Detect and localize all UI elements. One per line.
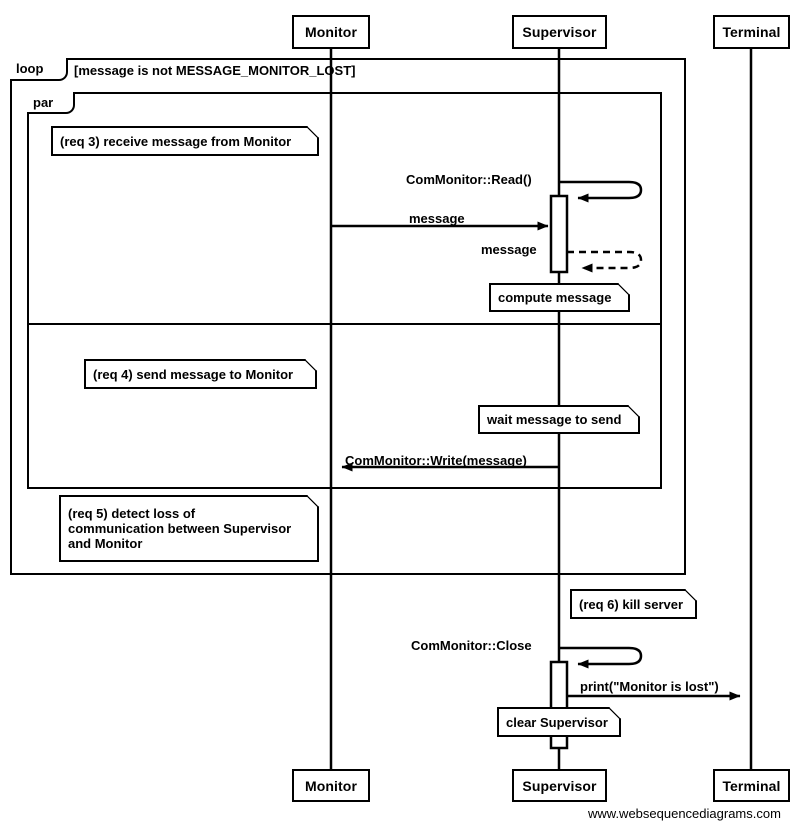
message-label-message-return: message <box>481 242 537 257</box>
fragment-par-frame <box>27 92 662 489</box>
fragment-loop-condition: [message is not MESSAGE_MONITOR_LOST] <box>74 63 356 78</box>
actor-head-terminal-label: Terminal <box>722 24 781 40</box>
note-req6[interactable]: (req 6) kill server <box>570 589 697 619</box>
watermark-text: www.websequencediagrams.com <box>588 806 781 821</box>
note-wait-message-text: wait message to send <box>487 412 622 427</box>
message-arrow-close <box>559 646 643 669</box>
message-arrow-read <box>559 180 643 203</box>
note-req5-text: (req 5) detect loss of communication bet… <box>68 506 292 551</box>
message-label-message-in: message <box>409 211 465 226</box>
actor-foot-monitor[interactable]: Monitor <box>292 769 370 802</box>
actor-head-monitor-label: Monitor <box>304 24 358 40</box>
note-req6-text: (req 6) kill server <box>579 596 684 612</box>
activation-bar-supervisor-1 <box>549 194 569 274</box>
note-req3[interactable]: (req 3) receive message from Monitor <box>51 126 319 156</box>
note-req4-text: (req 4) send message to Monitor <box>93 366 294 382</box>
actor-head-supervisor[interactable]: Supervisor <box>512 15 607 49</box>
actor-head-supervisor-label: Supervisor <box>522 24 597 40</box>
note-req4[interactable]: (req 4) send message to Monitor <box>84 359 317 389</box>
fragment-loop-tab: loop <box>10 58 68 81</box>
fragment-par-tab: par <box>27 92 75 114</box>
actor-foot-terminal[interactable]: Terminal <box>713 769 790 802</box>
actor-foot-terminal-label: Terminal <box>722 777 781 794</box>
note-compute-message-text: compute message <box>498 290 612 305</box>
actor-head-terminal[interactable]: Terminal <box>713 15 790 49</box>
actor-foot-supervisor[interactable]: Supervisor <box>512 769 607 802</box>
actor-foot-monitor-label: Monitor <box>304 777 358 794</box>
message-label-read: ComMonitor::Read() <box>406 172 532 187</box>
fragment-par-operator: par <box>33 94 54 110</box>
message-label-close: ComMonitor::Close <box>411 638 532 653</box>
note-compute-message[interactable]: compute message <box>489 283 630 312</box>
message-label-write: ComMonitor::Write(message) <box>345 453 527 468</box>
note-req3-text: (req 3) receive message from Monitor <box>60 133 292 149</box>
actor-head-monitor[interactable]: Monitor <box>292 15 370 49</box>
fragment-loop-frame <box>10 58 686 575</box>
note-wait-message[interactable]: wait message to send <box>478 405 640 434</box>
fragment-par-divider <box>27 323 662 325</box>
message-arrow-message-return <box>567 250 643 273</box>
message-label-print: print("Monitor is lost") <box>580 679 719 694</box>
fragment-loop-operator: loop <box>16 61 44 76</box>
note-req5[interactable]: (req 5) detect loss of communication bet… <box>59 495 319 562</box>
note-clear-supervisor-text: clear Supervisor <box>506 714 608 730</box>
actor-foot-supervisor-label: Supervisor <box>522 777 597 794</box>
note-clear-supervisor[interactable]: clear Supervisor <box>497 707 621 737</box>
